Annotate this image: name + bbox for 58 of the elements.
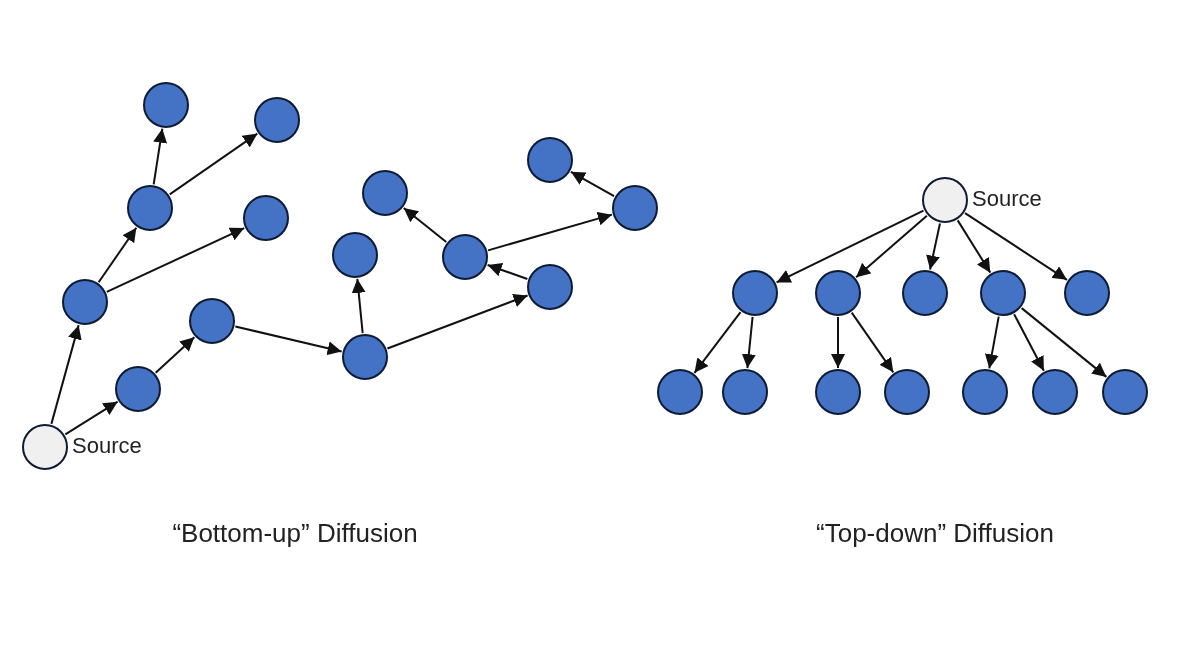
network-node xyxy=(884,369,930,415)
network-node xyxy=(815,369,861,415)
arrow xyxy=(486,263,529,280)
arrow xyxy=(693,311,742,374)
arrow xyxy=(402,207,448,243)
network-node xyxy=(815,270,861,316)
network-node xyxy=(722,369,768,415)
network-node xyxy=(527,264,573,310)
network-node xyxy=(143,82,189,128)
arrow xyxy=(855,214,928,279)
arrow xyxy=(64,400,119,436)
network-node xyxy=(243,195,289,241)
diagram-caption: “Bottom-up” Diffusion xyxy=(172,518,418,549)
network-node xyxy=(442,234,488,280)
arrow xyxy=(386,293,529,350)
network-node xyxy=(1102,369,1148,415)
arrow xyxy=(741,315,756,370)
source-node xyxy=(22,424,68,470)
network-node xyxy=(980,270,1026,316)
arrow xyxy=(831,316,845,369)
arrow xyxy=(234,325,343,356)
arrow xyxy=(152,127,168,186)
network-node xyxy=(612,185,658,231)
arrow xyxy=(154,336,196,374)
arrow xyxy=(351,277,366,335)
node-caption: Source xyxy=(72,433,142,459)
arrow xyxy=(105,227,246,293)
arrow xyxy=(168,132,259,196)
arrow xyxy=(569,170,616,198)
network-node xyxy=(115,366,161,412)
arrow xyxy=(850,311,895,374)
arrow xyxy=(1020,307,1108,378)
arrow xyxy=(984,315,1000,370)
network-node xyxy=(189,298,235,344)
network-node xyxy=(62,279,108,325)
diagram-caption: “Top-down” Diffusion xyxy=(816,518,1054,549)
network-node xyxy=(732,270,778,316)
arrow xyxy=(964,212,1068,281)
arrow xyxy=(97,226,138,284)
network-node xyxy=(962,369,1008,415)
network-node xyxy=(127,185,173,231)
network-node xyxy=(342,334,388,380)
arrow xyxy=(50,324,82,425)
network-node xyxy=(527,137,573,183)
node-caption: Source xyxy=(972,186,1042,212)
network-node xyxy=(362,170,408,216)
network-node xyxy=(254,97,300,143)
arrow xyxy=(775,209,925,284)
network-node xyxy=(1032,369,1078,415)
network-node xyxy=(1064,270,1110,316)
arrow xyxy=(926,222,941,271)
arrow xyxy=(1013,313,1045,372)
arrow xyxy=(956,219,992,274)
network-node xyxy=(902,270,948,316)
network-node xyxy=(332,232,378,278)
network-node xyxy=(657,369,703,415)
source-node xyxy=(922,177,968,223)
arrow xyxy=(487,211,613,252)
